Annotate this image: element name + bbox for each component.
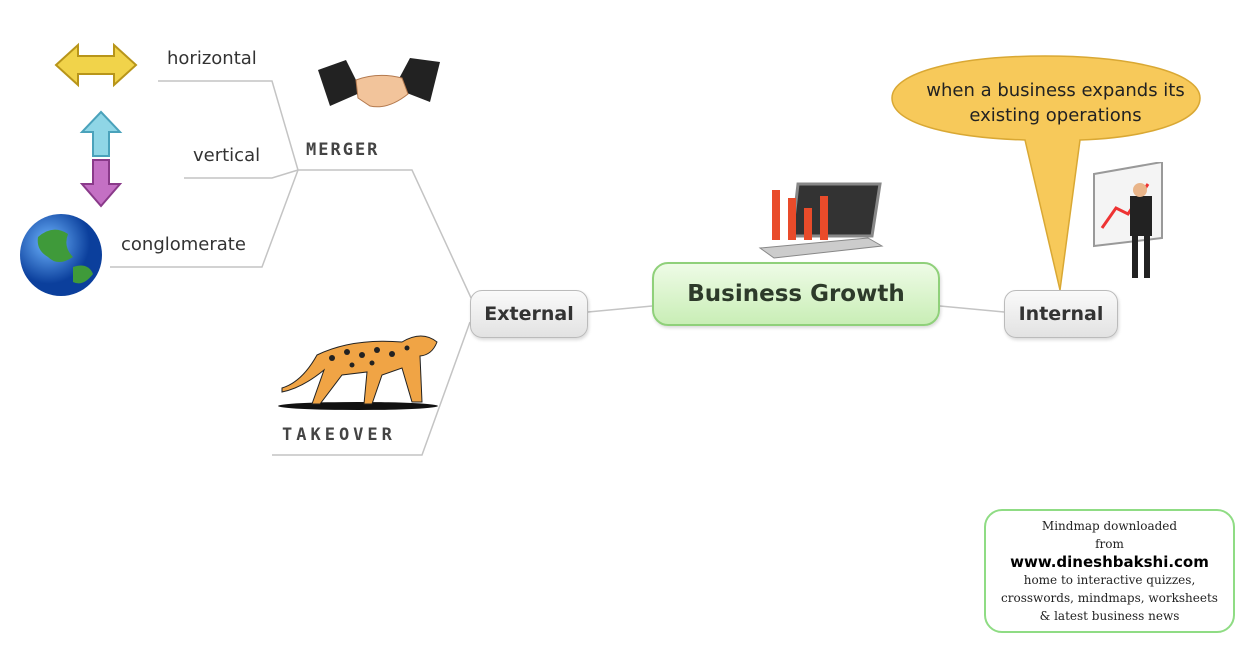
merger-type-conglomerate[interactable]: conglomerate [121, 234, 246, 255]
credit-line-4: crosswords, mindmaps, worksheets [1001, 591, 1218, 605]
credit-url-link[interactable]: www.dineshbakshi.com [1010, 553, 1209, 571]
merger-type-horizontal[interactable]: horizontal [167, 48, 257, 69]
double-arrow-horizontal-icon [54, 42, 138, 88]
internal-note: when a business expands its existing ope… [926, 80, 1185, 126]
takeover-topic[interactable]: TAKEOVER [282, 425, 396, 445]
connector-external [587, 305, 653, 313]
connector-horizontal [158, 80, 299, 171]
credit-line-1: Mindmap downloaded [1041, 519, 1178, 533]
credit-box: Mindmap downloaded from www.dineshbakshi… [984, 509, 1235, 633]
merger-type-vertical[interactable]: vertical [193, 145, 261, 166]
up-down-arrows-icon [79, 110, 123, 208]
merger-topic[interactable]: MERGER [306, 140, 380, 160]
credit-line-2: from [1095, 537, 1124, 551]
connector-vertical [184, 169, 299, 179]
connector-merger [298, 169, 473, 301]
laptop-chart-icon [758, 182, 884, 259]
connector-takeover [272, 321, 471, 456]
credit-line-3: home to interactive quizzes, [1023, 573, 1196, 587]
connector-internal [939, 305, 1005, 313]
central-topic-business-growth[interactable]: Business Growth [652, 262, 940, 326]
external-node[interactable]: External [470, 290, 588, 338]
globe-icon [20, 214, 102, 296]
credit-line-5: & latest business news [1039, 609, 1180, 623]
connector-conglomerate [110, 169, 299, 268]
presenter-chart-icon [1093, 162, 1163, 278]
cheetah-icon [278, 335, 438, 410]
handshake-icon [318, 58, 440, 108]
internal-node[interactable]: Internal [1004, 290, 1118, 338]
